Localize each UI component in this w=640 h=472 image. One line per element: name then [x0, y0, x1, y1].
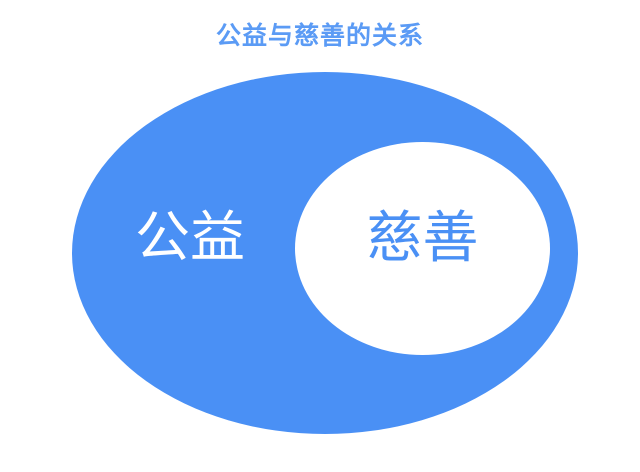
page-title: 公益与慈善的关系 [215, 21, 424, 50]
inner-set-ellipse [295, 142, 550, 355]
inner-set-label: 慈善 [366, 206, 479, 271]
outer-set-label: 公益 [134, 205, 245, 269]
